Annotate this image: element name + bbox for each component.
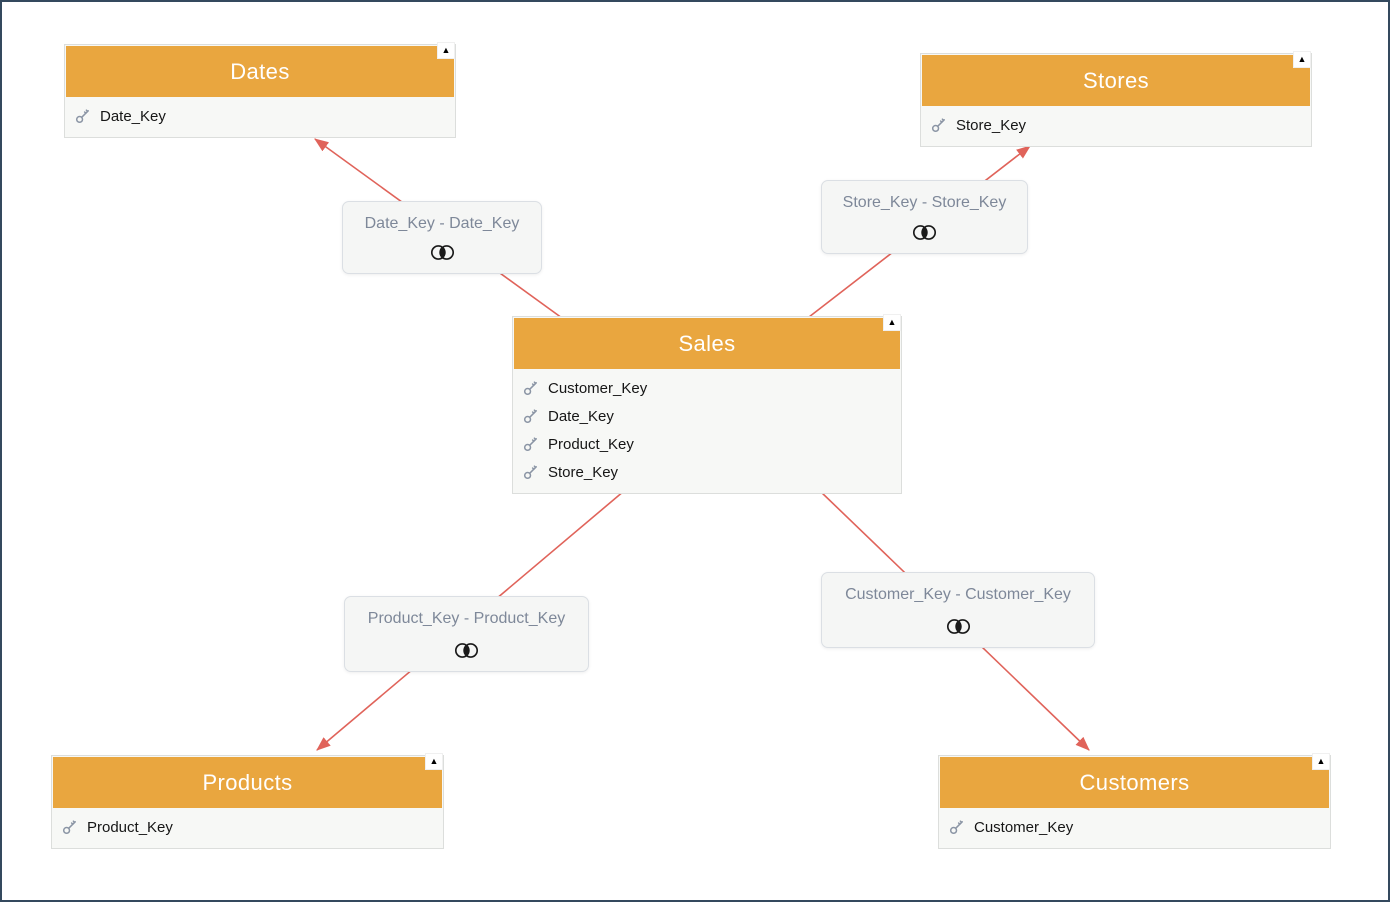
inner-join-icon <box>945 617 972 636</box>
relationship-label: Date_Key - Date_Key <box>364 215 520 232</box>
relationship-box-customers[interactable]: Customer_Key - Customer_Key <box>821 572 1095 648</box>
table-field-list: Store_Key <box>922 106 1310 145</box>
collapse-triangle-icon: ▲ <box>1297 54 1307 64</box>
table-title: Customers <box>1079 769 1190 795</box>
key-icon <box>931 117 947 133</box>
field-name: Store_Key <box>548 463 619 481</box>
relationship-label: Product_Key - Product_Key <box>367 610 566 627</box>
table-field-row[interactable]: Customer_Key <box>940 813 1329 841</box>
key-icon <box>523 408 539 424</box>
field-name: Product_Key <box>548 435 634 453</box>
relationship-box-products[interactable]: Product_Key - Product_Key <box>344 596 589 672</box>
table-header[interactable]: Customers ▲ <box>940 753 1330 808</box>
table-title: Sales <box>678 330 736 356</box>
relationship-box-stores[interactable]: Store_Key - Store_Key <box>821 180 1028 254</box>
inner-join-icon <box>429 243 456 262</box>
key-icon <box>523 380 539 396</box>
key-icon <box>62 819 78 835</box>
table-header[interactable]: Dates ▲ <box>66 42 455 97</box>
field-name: Date_Key <box>548 407 614 425</box>
key-icon <box>949 819 965 835</box>
collapse-button[interactable]: ▲ <box>1293 51 1311 68</box>
table-field-list: Product_Key <box>53 808 442 847</box>
table-field-row[interactable]: Date_Key <box>66 102 454 130</box>
table-header[interactable]: Products ▲ <box>53 753 443 808</box>
table-title: Stores <box>1083 67 1149 93</box>
table-field-row[interactable]: Customer_Key <box>514 374 900 402</box>
inner-join-icon <box>911 223 938 242</box>
collapse-button[interactable]: ▲ <box>437 42 455 59</box>
table-field-row[interactable]: Store_Key <box>922 111 1310 139</box>
relationship-label: Customer_Key - Customer_Key <box>845 586 1071 603</box>
field-name: Customer_Key <box>548 379 648 397</box>
collapse-triangle-icon: ▲ <box>1316 756 1326 766</box>
field-name: Product_Key <box>87 818 173 836</box>
field-name: Date_Key <box>100 107 166 125</box>
inner-join-icon <box>453 641 480 660</box>
table-field-list: Customer_Key <box>940 808 1329 847</box>
collapse-button[interactable]: ▲ <box>883 314 901 331</box>
relationship-box-dates[interactable]: Date_Key - Date_Key <box>342 201 542 274</box>
relationship-label: Store_Key - Store_Key <box>842 194 1007 211</box>
table-node-stores[interactable]: Stores ▲ Store_Key <box>920 51 1312 147</box>
collapse-button[interactable]: ▲ <box>1312 753 1330 770</box>
key-icon <box>75 108 91 124</box>
field-name: Customer_Key <box>974 818 1074 836</box>
table-field-row[interactable]: Store_Key <box>514 458 900 486</box>
table-title: Dates <box>230 58 290 84</box>
table-header[interactable]: Stores ▲ <box>922 51 1311 106</box>
table-field-row[interactable]: Product_Key <box>53 813 442 841</box>
table-header[interactable]: Sales ▲ <box>514 314 901 369</box>
table-field-row[interactable]: Date_Key <box>514 402 900 430</box>
key-icon <box>523 436 539 452</box>
table-node-sales[interactable]: Sales ▲ Customer_Key Date_Key <box>512 314 902 494</box>
table-field-list: Customer_Key Date_Key Product_Key <box>514 369 900 492</box>
table-node-dates[interactable]: Dates ▲ Date_Key <box>64 42 456 138</box>
field-name: Store_Key <box>956 116 1027 134</box>
collapse-triangle-icon: ▲ <box>429 756 439 766</box>
table-node-customers[interactable]: Customers ▲ Customer_Key <box>938 753 1331 849</box>
table-title: Products <box>202 769 293 795</box>
collapse-button[interactable]: ▲ <box>425 753 443 770</box>
table-field-list: Date_Key <box>66 97 454 136</box>
table-field-row[interactable]: Product_Key <box>514 430 900 458</box>
key-icon <box>523 464 539 480</box>
collapse-triangle-icon: ▲ <box>441 45 451 55</box>
table-node-products[interactable]: Products ▲ Product_Key <box>51 753 444 849</box>
collapse-triangle-icon: ▲ <box>887 317 897 327</box>
